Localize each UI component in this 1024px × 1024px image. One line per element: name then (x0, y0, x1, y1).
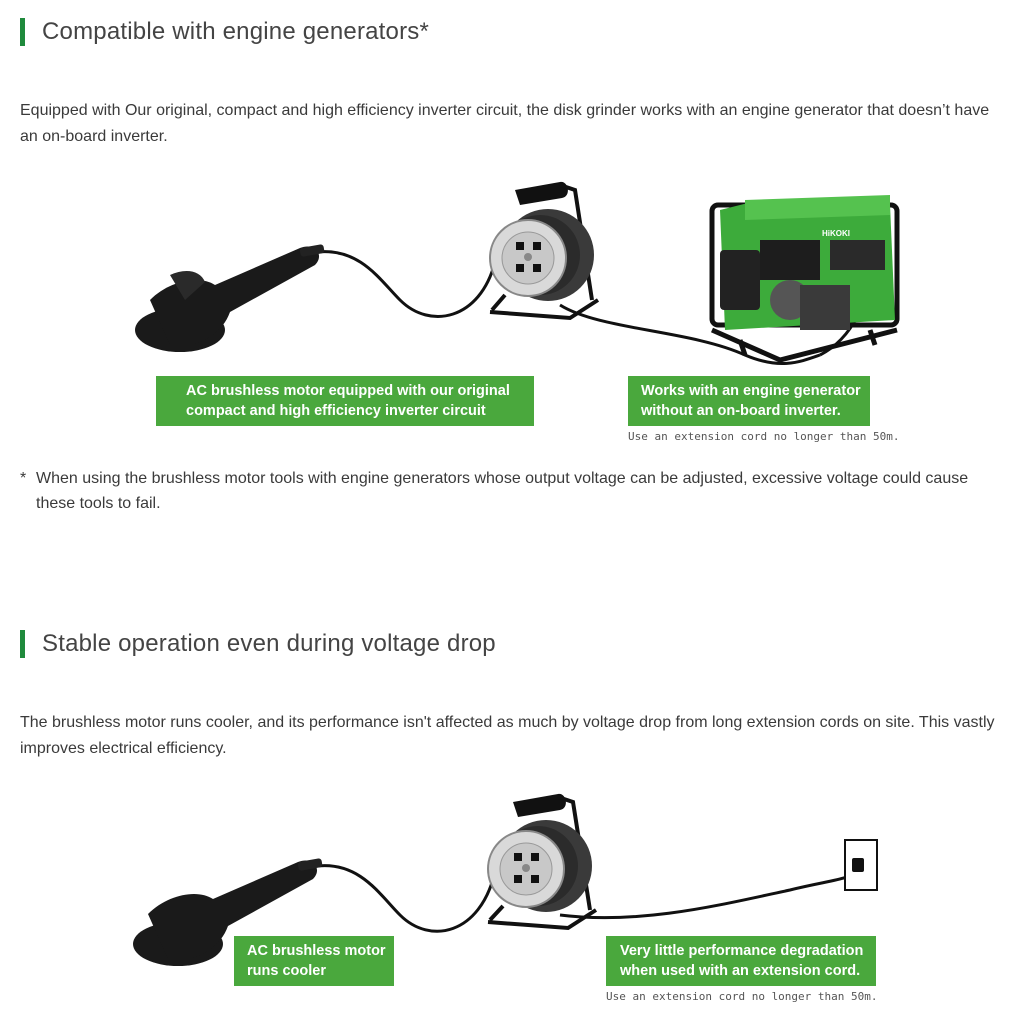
footnote-text: When using the brushless motor tools wit… (36, 470, 969, 512)
section-title-generators: Compatible with engine generators* (20, 17, 429, 47)
section-description: Equipped with Our original, compact and … (20, 102, 990, 145)
section-heading: Stable operation even during voltage dro… (42, 630, 496, 657)
grinder-icon (133, 858, 323, 966)
cord-reel-icon (487, 793, 598, 931)
engine-generator-icon: HiKOKI (709, 195, 900, 363)
section-description: The brushless motor runs cooler, and its… (20, 714, 995, 757)
label-generator-compatible: Works with an engine generator without a… (628, 376, 870, 426)
title-accent-bar (20, 630, 25, 658)
label-line: compact and high efficiency inverter cir… (186, 403, 486, 419)
title-accent-bar (20, 18, 25, 46)
label-line: when used with an extension cord. (620, 963, 861, 979)
svg-text:HiKOKI: HiKOKI (822, 229, 850, 238)
label-line: Very little performance degradation (620, 943, 864, 959)
extension-cord (559, 303, 821, 365)
extension-cord (559, 868, 860, 920)
label-line: runs cooler (247, 963, 326, 979)
footnote: * When using the brushless motor tools w… (20, 466, 1010, 516)
label-runs-cooler: AC brushless motor runs cooler (234, 936, 394, 986)
label-inverter-circuit: AC brushless motor equipped with our ori… (156, 376, 534, 426)
wall-outlet-icon (844, 839, 878, 891)
power-cord (317, 250, 497, 318)
footnote-mark: * (20, 470, 27, 487)
grinder-icon (135, 244, 325, 352)
section-heading: Compatible with engine generators* (42, 18, 430, 45)
label-line: without an on-board inverter. (641, 403, 841, 419)
label-performance-degradation: Very little performance degradation when… (606, 936, 876, 986)
section-title-voltage-drop: Stable operation even during voltage dro… (20, 629, 496, 659)
label-line: Works with an engine generator (641, 383, 861, 399)
cord-reel-icon (489, 181, 600, 321)
label-line: AC brushless motor (247, 943, 386, 959)
cord-length-note: Use an extension cord no longer than 50m… (606, 990, 878, 1003)
cord-length-note: Use an extension cord no longer than 50m… (628, 430, 900, 443)
label-line: AC brushless motor equipped with our ori… (186, 383, 510, 399)
power-cord (317, 864, 497, 933)
